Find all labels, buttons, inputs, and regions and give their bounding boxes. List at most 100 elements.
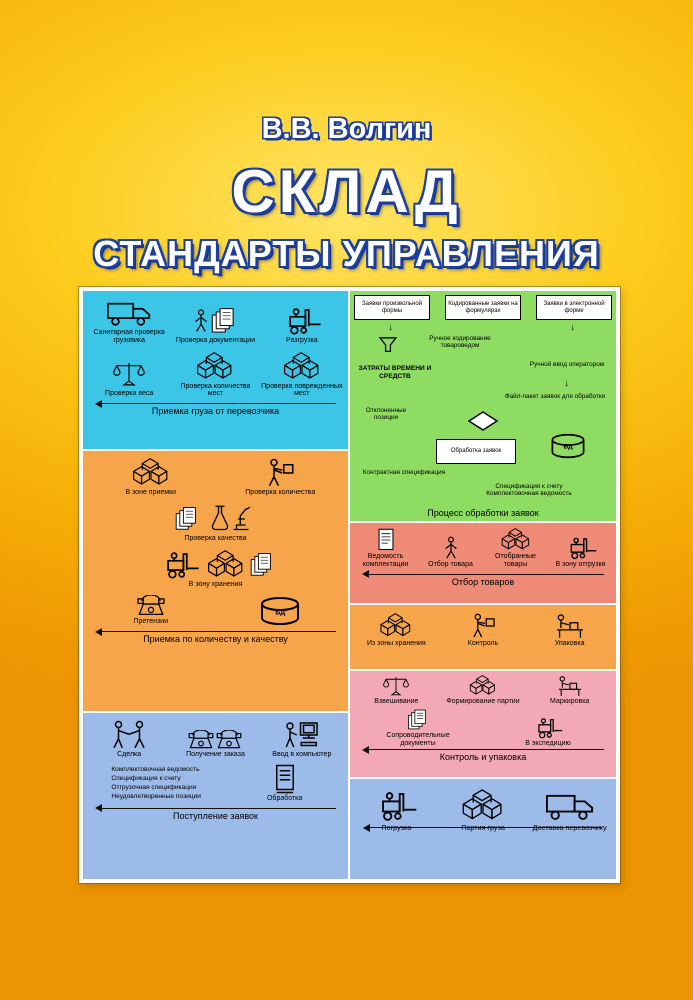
step-from-storage: Из зоны хранения <box>353 613 440 648</box>
section-incoming-orders: Сделка Получение заказа Ввод в компьютер… <box>83 713 348 879</box>
down-arrow-icon <box>388 323 393 333</box>
flow-arrow <box>363 823 602 832</box>
step-sanitary-check: Санитарная проверка грузовика <box>86 298 172 345</box>
phone-icon <box>136 595 166 617</box>
row: Сопроводительные документы В экспедицию <box>350 709 616 748</box>
flow-arrow <box>362 746 604 755</box>
author-name: В.В. Волгин <box>261 113 432 145</box>
step-order-receipt: Получение заказа <box>172 730 258 759</box>
step-accompanying-docs: Сопроводительные документы <box>353 709 483 748</box>
step-picking-sheet: Ведомость комплектации <box>353 528 418 569</box>
left-column: Санитарная проверка грузовика Проверка д… <box>83 291 348 879</box>
flow-node-rejected: Отклоненные позиции <box>365 407 407 422</box>
step-quality-check: Проверка качества <box>86 504 345 543</box>
step-picked-goods: Отобранные товары <box>483 528 548 569</box>
decision-diamond-icon <box>468 411 498 431</box>
step-label: Сопроводительные документы <box>386 731 450 747</box>
flow-node-coded-orders: Кодированные заявки на формулярах <box>445 295 521 320</box>
documents-icon <box>406 709 430 731</box>
step-claims: Претензии <box>86 595 216 626</box>
flow-node-invoice-spec: Спецификация к счету <box>495 483 563 490</box>
diagram-panel: Санитарная проверка грузовика Проверка д… <box>79 287 620 883</box>
person-box-icon <box>264 458 296 488</box>
down-arrow-icon <box>570 323 575 333</box>
step-label: Формирование партии <box>446 698 520 705</box>
flow-arrow <box>95 804 336 813</box>
person-computer-icon <box>280 720 324 750</box>
documents-list-item: Неудовлетворенные позиции <box>111 793 201 801</box>
step-label: В экспедицию <box>525 739 571 747</box>
step-label: Упаковка <box>554 640 585 647</box>
section-cargo-receiving: Санитарная проверка грузовика Проверка д… <box>83 291 348 449</box>
truck-icon <box>107 298 151 328</box>
step-label: Погрузка <box>381 823 412 832</box>
person-icon <box>442 536 460 560</box>
step-documents-check: Проверка документации <box>172 306 258 345</box>
row: В зоне приемки Проверка количества <box>83 458 348 497</box>
step-database: БД <box>216 596 346 626</box>
row: В зону хранения <box>83 550 348 589</box>
lab-icon <box>201 504 257 534</box>
step-quantity-check: Проверка количества <box>216 458 346 497</box>
icon-group: БД <box>548 433 588 459</box>
step-weight-check: Проверка веса <box>86 359 172 398</box>
icon-group: БД <box>258 596 302 626</box>
forklift-icon <box>563 536 599 560</box>
documents-list-item: Спецификация к счету <box>111 775 181 783</box>
step-label: Партия груза <box>461 823 505 832</box>
step-label: В зону хранения <box>188 580 243 588</box>
step-label: Взвешивание <box>374 698 419 705</box>
step-label: Проверка количества <box>245 489 316 496</box>
boxes-icon <box>466 675 500 697</box>
section-quantity-quality-acceptance: В зоне приемки Проверка количества Прове… <box>83 451 348 711</box>
step-control-check: Контроль <box>440 613 527 648</box>
database-label: БД <box>563 443 573 451</box>
processing-unit-icon <box>273 764 297 794</box>
boxes-icon <box>204 550 248 580</box>
step-batch-forming: Формирование партии <box>440 675 527 706</box>
phone-icon <box>188 730 214 750</box>
forklift-icon <box>372 789 420 823</box>
forklift-icon <box>280 306 324 336</box>
step-count-check: Проверка количества мест <box>172 352 258 399</box>
step-label: Проверка веса <box>105 390 154 398</box>
icon-group <box>175 504 257 534</box>
section-control-packing: Взвешивание Формирование партии Маркиров… <box>350 671 616 777</box>
step-computer-entry: Ввод в компьютер <box>259 720 345 759</box>
flow-node-free-form-orders: Заявки произвольной формы <box>354 295 430 320</box>
step-label: Получение заказа <box>186 751 245 758</box>
boxes-icon <box>129 458 173 488</box>
step-label: Претензии <box>133 618 168 626</box>
step-label: Отобранные товары <box>495 553 536 568</box>
documents-icon <box>211 306 237 336</box>
documents-list-item: Комплектовочная ведомость <box>111 765 200 773</box>
boxes-icon <box>498 528 534 552</box>
scales-icon <box>383 675 409 697</box>
documents-list: Комплектовочная ведомость Спецификация к… <box>111 765 201 802</box>
section-order-processing: Заявки произвольной формы Кодированные з… <box>350 291 616 521</box>
boxes-icon <box>459 789 507 823</box>
row: Погрузка Партия груза Доставка перевозчи… <box>350 789 616 832</box>
database-label: БД <box>275 609 286 617</box>
step-loading: Погрузка <box>353 789 440 832</box>
flow-node-costs: ЗАТРАТЫ ВРЕМЕНИ И СРЕДСТВ <box>358 365 432 380</box>
step-label: Доставка перевозчику <box>532 823 607 832</box>
documents-icon <box>250 550 274 580</box>
step-label: Санитарная проверка грузовика <box>93 329 165 344</box>
forklift-icon <box>158 550 202 580</box>
section-caption: Приемка по количеству и качеству <box>143 634 288 645</box>
step-label: Разгрузка <box>285 336 318 344</box>
row: Из зоны хранения Контроль Упаковка <box>350 613 616 648</box>
flow-node-electronic-orders: Заявки в электронной форме <box>536 295 612 320</box>
flow-node-contract-spec: Контрактная спецификация <box>362 469 446 476</box>
person-box-icon <box>469 613 497 639</box>
truck-icon <box>546 789 594 823</box>
section-control: Из зоны хранения Контроль Упаковка <box>350 605 616 669</box>
step-cargo-batch: Партия груза <box>440 789 527 832</box>
row: Комплектовочная ведомость Спецификация к… <box>83 764 348 803</box>
step-label: Обработка <box>266 794 303 802</box>
flow-node-manual-input: Ручной ввод оператором <box>529 361 605 368</box>
step-label: Проверка документации <box>175 336 256 344</box>
packing-table-icon <box>553 675 587 697</box>
